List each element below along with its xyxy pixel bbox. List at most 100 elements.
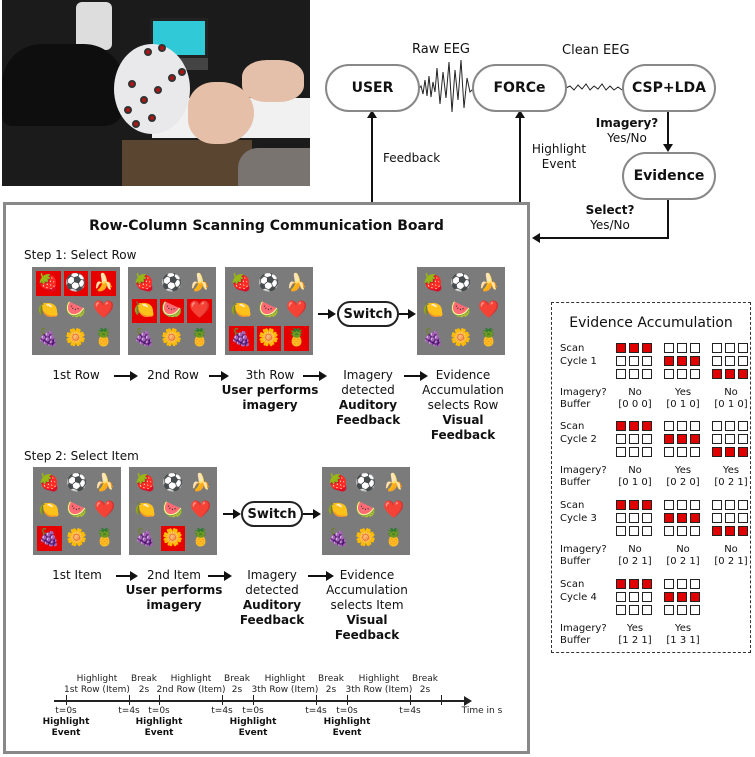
board-item[interactable]: 🍉 [159, 298, 185, 324]
board-item[interactable]: 🍓 [327, 472, 349, 493]
board-item[interactable]: ❤️ [94, 500, 116, 521]
experiment-photo [2, 0, 310, 186]
buffer-value: [0 1 0] [714, 399, 748, 410]
board-item[interactable]: 🍇 [422, 328, 444, 349]
board-item[interactable]: 🍍 [94, 528, 116, 549]
board-item[interactable]: 🍇 [37, 526, 62, 551]
board-item[interactable]: 🍋 [230, 300, 252, 321]
board-item[interactable]: 🍍 [383, 528, 405, 549]
step2-grid-result[interactable]: 🍓 ⚽ 🍌 🍋 🍉 ❤️ 🍇 🌼 🍍 [322, 467, 410, 555]
board-item[interactable]: 🌼 [65, 328, 87, 349]
board-item[interactable]: ❤️ [286, 300, 308, 321]
board-item[interactable]: 🍓 [36, 271, 61, 296]
board-item[interactable]: 🍌 [94, 472, 116, 493]
scan-cell [629, 447, 639, 457]
board-item[interactable]: 🍌 [189, 272, 211, 293]
board-item[interactable]: ⚽ [66, 472, 88, 493]
scan-cell [629, 526, 639, 536]
board-item[interactable]: 🍇 [327, 528, 349, 549]
board-item[interactable]: 🍉 [65, 300, 87, 321]
step1-grid-1[interactable]: 🍓⚽🍌 🍋 🍉 ❤️ 🍇 🌼 🍍 [32, 267, 120, 355]
board-item[interactable]: 🍌 [478, 272, 500, 293]
board-item[interactable]: 🍍 [190, 528, 212, 549]
scan-cell [642, 343, 652, 353]
board-item[interactable]: ❤️ [478, 300, 500, 321]
scan-state-grid [664, 343, 700, 379]
highlight-event-label: Highlight Event [527, 142, 591, 172]
imagery-value: Yes [674, 387, 692, 398]
board-item[interactable]: 🍋 [327, 500, 349, 521]
tick-label: t=4s [305, 706, 327, 716]
step1-caption-1: 1st Row [36, 368, 116, 383]
board-item[interactable]: 🍌 [286, 272, 308, 293]
board-item[interactable]: 🍉 [450, 300, 472, 321]
board-item[interactable]: ❤️ [93, 300, 115, 321]
board-item[interactable]: 🍍 [478, 328, 500, 349]
board-item[interactable]: 🌼 [66, 528, 88, 549]
board-item[interactable]: 🍓 [38, 472, 60, 493]
timeline-tick [66, 695, 67, 705]
board-item[interactable]: 🍌 [91, 271, 116, 296]
caption-line: 3th Row [245, 368, 295, 382]
board-item[interactable]: 🍌 [190, 472, 212, 493]
board-item[interactable]: ⚽ [63, 271, 89, 296]
board-item[interactable]: 🍉 [258, 300, 280, 321]
board-item[interactable]: 🍓 [230, 272, 252, 293]
board-item[interactable]: 🌼 [450, 328, 472, 349]
caption-line: 2nd Item [147, 568, 201, 582]
caption-line: Imagery [343, 368, 393, 382]
board-item[interactable]: 🍓 [134, 472, 156, 493]
scan-cell [629, 592, 639, 602]
board-item[interactable]: 🍉 [355, 500, 377, 521]
board-item[interactable]: 🍇 [134, 528, 156, 549]
timeline-tick [159, 695, 160, 705]
board-item[interactable]: ❤️ [187, 298, 212, 324]
board-item[interactable]: 🍉 [162, 500, 184, 521]
board-item[interactable]: 🍋 [37, 300, 59, 321]
step1-grid-result[interactable]: 🍓 ⚽ 🍌 🍋 🍉 ❤️ 🍇 🌼 🍍 [417, 267, 505, 355]
board-item[interactable]: 🌼 [161, 328, 183, 349]
board-item[interactable]: 🍋 [422, 300, 444, 321]
caption-bold-line: Feedback [430, 428, 496, 442]
board-item[interactable]: 🍍 [284, 326, 309, 351]
board-item[interactable]: 🍓 [422, 272, 444, 293]
board-item[interactable]: 🌼 [160, 526, 186, 551]
scan-cell [642, 421, 652, 431]
board-item[interactable]: ⚽ [161, 272, 183, 293]
board-item[interactable]: ⚽ [450, 272, 472, 293]
scan-cell [712, 369, 722, 379]
step2-grid-1[interactable]: 🍓 ⚽ 🍌 🍋 🍉 ❤️ 🍇🌼 🍍 [33, 467, 121, 555]
board-item[interactable]: 🍉 [66, 500, 88, 521]
board-item[interactable]: 🍋 [132, 298, 157, 324]
board-item[interactable]: ❤️ [383, 500, 405, 521]
step1-grid-3[interactable]: 🍓 ⚽ 🍌 🍋 🍉 ❤️ 🍇🌼🍍 [225, 267, 313, 355]
step1-grid-2[interactable]: 🍓 ⚽ 🍌 🍋🍉❤️ 🍇 🌼 🍍 [128, 267, 216, 355]
step2-grid-2[interactable]: 🍓 ⚽ 🍌 🍋 🍉 ❤️ 🍇🌼🍍 [129, 467, 217, 555]
photo-hand [188, 82, 254, 144]
board-item[interactable]: 🍋 [38, 500, 60, 521]
phase-bottom-label: 2nd Row (Item) [156, 685, 226, 695]
caption-line: selects Row [427, 398, 499, 412]
board-item[interactable]: 🍇 [37, 328, 59, 349]
board-item[interactable]: ⚽ [355, 472, 377, 493]
board-item[interactable]: 🍍 [93, 328, 115, 349]
arrow-icon [303, 509, 321, 519]
board-item[interactable]: 🌼 [256, 326, 282, 351]
board-item[interactable]: 🍇 [229, 326, 254, 351]
phase-bottom-label: 2s [419, 685, 431, 695]
board-item[interactable]: 🍓 [133, 272, 155, 293]
board-item[interactable]: 🍍 [189, 328, 211, 349]
board-item[interactable]: ❤️ [190, 500, 212, 521]
phase-top-label: Break [131, 674, 157, 684]
highlight-event-label: Event [51, 728, 81, 738]
board-item[interactable]: 🍌 [383, 472, 405, 493]
board-item[interactable]: ⚽ [258, 272, 280, 293]
board-item[interactable]: 🍋 [134, 500, 156, 521]
board-item[interactable]: 🌼 [355, 528, 377, 549]
caption-line: Imagery [247, 568, 297, 582]
board-item[interactable]: ⚽ [162, 472, 184, 493]
scan-cell [725, 500, 735, 510]
scan-cell [712, 356, 722, 366]
board-item[interactable]: 🍇 [133, 328, 155, 349]
